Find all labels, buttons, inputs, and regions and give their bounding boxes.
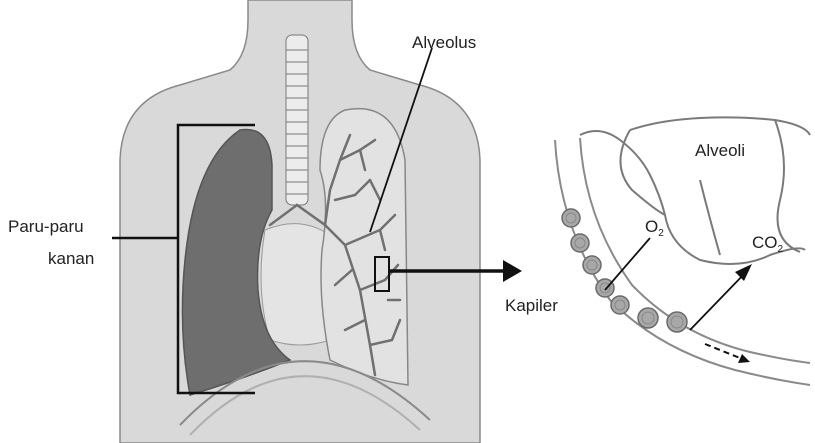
zoom-arrow-head [503,260,522,282]
co2-label-base: CO [752,233,778,252]
co2-arrow-head [735,264,752,281]
oxygen-label: O2 [645,218,664,235]
right-lung-label-line2: kanan [48,250,94,267]
capillary-label: Kapiler [505,297,558,314]
alveolus-label: Alveolus [412,34,476,51]
blood-flow-arrow-head [738,354,750,363]
co2-arrow-shaft [690,270,748,330]
left-lung [320,109,408,385]
oxygen-label-base: O [645,217,658,236]
co2-label: CO2 [752,234,783,251]
alveoli-label: Alveoli [695,142,745,159]
co2-label-sub: 2 [778,244,784,255]
blood-flow-arrow [705,344,745,360]
right-lung-label-line1: Paru-paru [8,218,84,235]
oxygen-label-sub: 2 [658,228,664,239]
oxygen-pointer [605,238,650,290]
trachea [286,35,308,205]
